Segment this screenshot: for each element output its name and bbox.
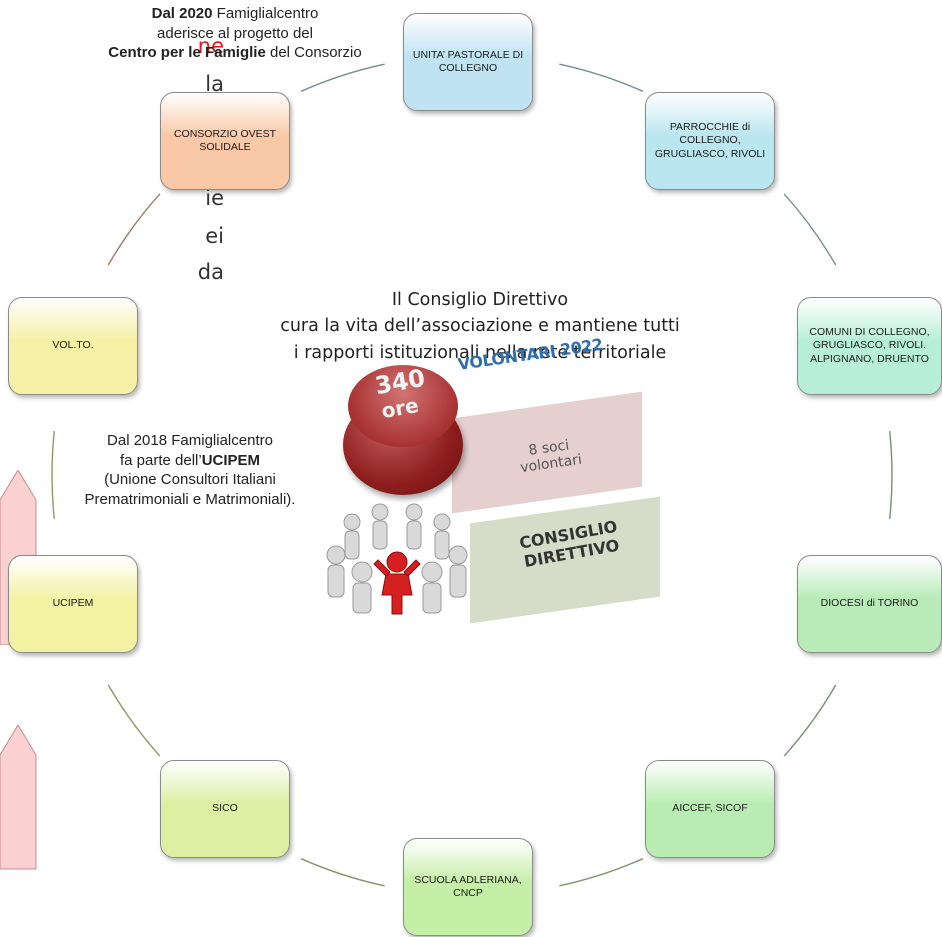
node-label-line: UCIPEM: [52, 597, 94, 610]
node-label-line: COLLEGNO,: [679, 134, 741, 147]
note-text: aderisce al progetto del: [157, 24, 313, 42]
node-volto: VOL.TO.: [8, 297, 138, 395]
ring-connector: [107, 684, 161, 757]
left-fragment: ne: [197, 34, 224, 58]
node-label: VOL.TO.: [52, 339, 93, 352]
ring-connector: [51, 431, 55, 519]
left-fragment: la: [205, 72, 224, 96]
note-text: del Consorzio: [265, 44, 362, 61]
background-arrow-shape: [0, 725, 37, 870]
node-label: SCUOLA ADLERIANA, CNCP: [414, 874, 521, 900]
node-label-line: GRUGLIASCO, RIVOLI: [654, 147, 766, 160]
node-label: PARROCCHIE di COLLEGNO, GRUGLIASCO, RIVO…: [655, 121, 765, 160]
node-comuni: COMUNI DI COLLEGNO, GRUGLIASCO, RIVOLI. …: [797, 297, 942, 395]
left-fragment: ei: [205, 224, 224, 248]
node-label: UNITA’ PASTORALE DI COLLEGNO: [413, 49, 523, 75]
consiglio-direttivo-description: Il Consiglio Direttivo cura la vita dell…: [215, 287, 745, 366]
node-label: DIOCESI di TORINO: [821, 597, 919, 610]
ring-connector: [107, 193, 161, 266]
node-label-line: AICCEF, SICOF: [672, 802, 748, 815]
ucipem-note: Dal 2018 Famiglialcentro fa parte dell’U…: [30, 431, 350, 509]
centro-famiglie-note: Dal 2020 Famiglialcentro aderisce al pro…: [75, 4, 395, 63]
node-label-line: PARROCCHIE di: [669, 121, 751, 134]
node-label: AICCEF, SICOF: [672, 802, 747, 815]
left-fragment: da: [197, 260, 224, 284]
ring-connector: [889, 431, 893, 519]
center-text-line: cura la vita dell’associazione e mantien…: [280, 316, 680, 337]
ring-connector: [783, 193, 837, 266]
red-button-top: [348, 365, 458, 447]
node-aiccef: AICCEF, SICOF: [645, 760, 775, 858]
node-sico: SICO: [160, 760, 290, 858]
node-label-line: SCUOLA ADLERIANA,: [414, 873, 522, 886]
node-label-line: SICO: [212, 802, 238, 815]
note-text: (Unione Consultori Italiani: [104, 471, 276, 488]
node-unita-pastorale: UNITA’ PASTORALE DI COLLEGNO: [403, 13, 533, 111]
note-bold: UCIPEM: [201, 451, 261, 469]
node-label: UCIPEM: [53, 597, 94, 610]
center-text-line: i rapporti istituzionali nella rete terr…: [293, 342, 667, 363]
left-fragment: ie: [205, 186, 224, 210]
node-label: COMUNI DI COLLEGNO, GRUGLIASCO, RIVOLI. …: [809, 326, 929, 365]
node-label-line: SOLIDALE: [199, 141, 251, 153]
node-label-line: GRUGLIASCO, RIVOLI.: [812, 339, 927, 352]
node-label: CONSORZIO OVEST SOLIDALE: [174, 128, 276, 154]
note-bold: Dal 2020: [151, 5, 213, 22]
note-text: Prematrimoniali e Matrimoniali).: [84, 490, 296, 508]
ring-connector: [300, 63, 385, 92]
ring-connector: [300, 858, 385, 887]
node-label-line: COMUNI DI COLLEGNO,: [809, 326, 930, 339]
node-label: SICO: [212, 802, 238, 815]
ring-connector: [783, 684, 837, 757]
node-label-line: COLLEGNO: [438, 62, 498, 74]
node-scuola-adleriana: SCUOLA ADLERIANA, CNCP: [403, 838, 533, 936]
node-parrocchie: PARROCCHIE di COLLEGNO, GRUGLIASCO, RIVO…: [645, 92, 775, 190]
ring-connector: [559, 63, 644, 92]
node-label-line: ALPIGNANO, DRUENTO: [810, 352, 929, 365]
node-consorzio: CONSORZIO OVEST SOLIDALE: [160, 92, 290, 190]
people-circle-icon: [326, 503, 468, 615]
node-diocesi: DIOCESI di TORINO: [797, 555, 942, 653]
note-text: fa parte dell’: [119, 451, 202, 469]
node-label-line: VOL.TO.: [52, 339, 94, 352]
node-label-line: DIOCESI di TORINO: [820, 597, 919, 610]
node-label-line: CONSORZIO OVEST: [173, 127, 277, 140]
ring-connector: [559, 858, 644, 887]
note-bold: Centro per le Famiglie: [108, 44, 266, 61]
center-text-line: Il Consiglio Direttivo: [391, 290, 569, 310]
node-label-line: UNITA’ PASTORALE DI: [412, 48, 524, 61]
node-ucipem: UCIPEM: [8, 555, 138, 653]
note-text: Dal 2018 Famiglialcentro: [107, 432, 273, 449]
node-label-line: CNCP: [453, 887, 483, 899]
note-text: Famiglialcentro: [212, 5, 319, 22]
